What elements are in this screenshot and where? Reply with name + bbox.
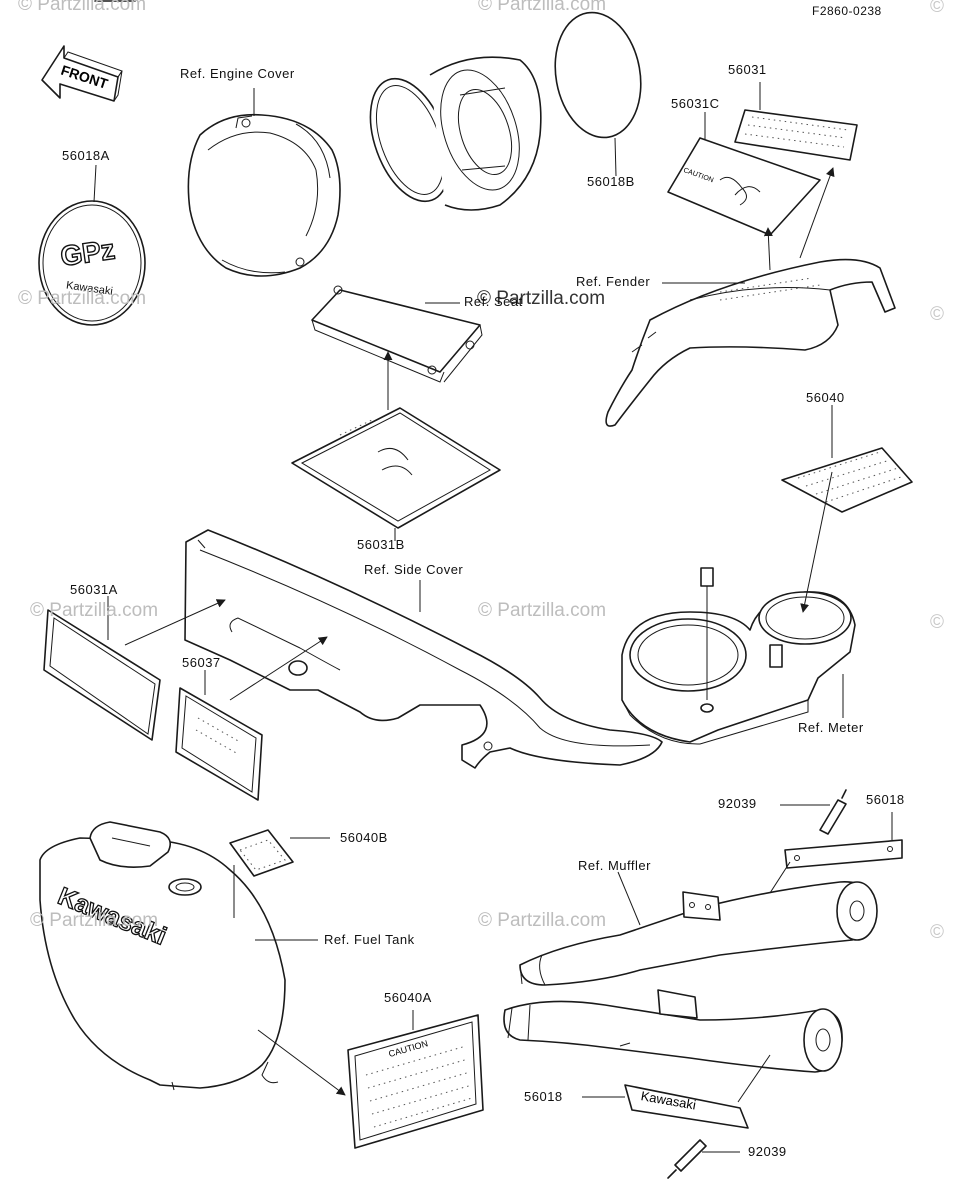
decal-56031c: CAUTION: [667, 112, 821, 236]
label-fuel-tank: Ref. Fuel Tank: [324, 932, 415, 947]
label-56018a: 56018A: [62, 148, 110, 163]
muffler-lower: [503, 989, 843, 1073]
muffler-upper: [519, 871, 878, 986]
screw-92039-bottom: [667, 1139, 740, 1179]
meter-cluster: [621, 471, 856, 745]
engine-cover: [187, 88, 341, 277]
watermark: © Partzilla.com: [30, 910, 159, 931]
label-side-cover: Ref. Side Cover: [364, 562, 464, 577]
fuel-tank: Kawasaki: [39, 821, 346, 1096]
side-cover: [124, 529, 663, 769]
label-engine-cover: Ref. Engine Cover: [180, 66, 295, 81]
label-92039-bottom: 92039: [748, 1144, 787, 1159]
label-56018b: 56018B: [587, 174, 635, 189]
label-56031: 56031: [728, 62, 767, 77]
decal-56031a: [43, 596, 161, 741]
seat-pan: [311, 285, 483, 410]
decal-56040: [781, 405, 913, 513]
decal-56031b: [291, 407, 501, 541]
watermark: © Partzilla.com: [478, 910, 607, 931]
screw-92039-top: [780, 789, 847, 835]
decal-56040a: CAUTION: [347, 1010, 484, 1149]
watermark: © Partzilla.com: [18, 288, 147, 309]
watermark-symbol: ©: [930, 0, 944, 17]
watermark: © Partzilla.com: [477, 288, 606, 309]
watermark-symbol: ©: [930, 922, 944, 943]
label-56040b: 56040B: [340, 830, 388, 845]
watermark: © Partzilla.com: [478, 0, 607, 15]
label-seat: Ref. Seat: [464, 294, 523, 309]
watermark-symbol: ©: [930, 612, 944, 633]
watermark: © Partzilla.com: [18, 0, 147, 15]
label-meter: Ref. Meter: [798, 720, 864, 735]
label-56040a: 56040A: [384, 990, 432, 1005]
watermark: © Partzilla.com: [478, 600, 607, 621]
label-92039-top: 92039: [718, 796, 757, 811]
decal-56040b: [229, 829, 330, 877]
bracket-56018: [769, 812, 903, 894]
decal-56031: [734, 82, 858, 161]
label-muffler: Ref. Muffler: [578, 858, 651, 873]
muffler-emblem: Kawasaki: [582, 1054, 771, 1129]
lens-disc: [554, 11, 642, 177]
label-56037: 56037: [182, 655, 221, 670]
label-fender: Ref. Fender: [576, 274, 651, 289]
rear-fender: [605, 167, 896, 427]
label-56031b: 56031B: [357, 537, 405, 552]
headlight-rim: [369, 56, 542, 211]
gpz-emblem: GPz Kawasaki: [38, 164, 146, 326]
watermark: © Partzilla.com: [30, 600, 159, 621]
label-56018-top: 56018: [866, 792, 905, 807]
watermark-symbol: ©: [930, 304, 944, 325]
label-56018-bottom: 56018: [524, 1089, 563, 1104]
diagram-code: F2860-0238: [812, 4, 882, 18]
label-56031c: 56031C: [671, 96, 720, 111]
decal-56037: [175, 670, 263, 801]
label-56031a: 56031A: [70, 582, 118, 597]
label-56040: 56040: [806, 390, 845, 405]
front-arrow-icon: FRONT: [41, 45, 123, 102]
